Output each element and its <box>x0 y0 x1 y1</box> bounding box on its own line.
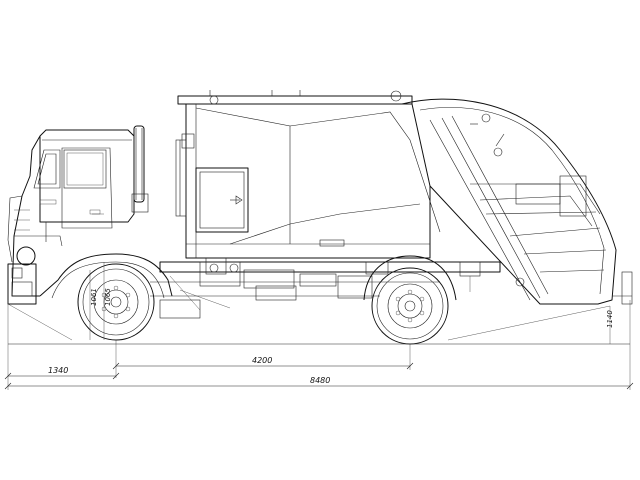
dim-front-wheel-b: 1065 <box>104 288 112 306</box>
dimension-lines <box>4 300 634 390</box>
dim-front-overhang: 1340 <box>48 366 68 375</box>
chassis-frame <box>150 257 501 319</box>
refuse-body <box>175 90 441 259</box>
tailgate <box>401 98 633 305</box>
dim-rear-clearance: 1140 <box>606 310 614 328</box>
dim-front-wheel-a: 1061 <box>90 288 98 306</box>
ground-lines <box>7 303 630 345</box>
cab <box>7 125 149 305</box>
dim-overall-length: 8480 <box>310 376 330 385</box>
dim-wheelbase: 4200 <box>252 356 272 365</box>
rear-wheel <box>363 255 457 345</box>
